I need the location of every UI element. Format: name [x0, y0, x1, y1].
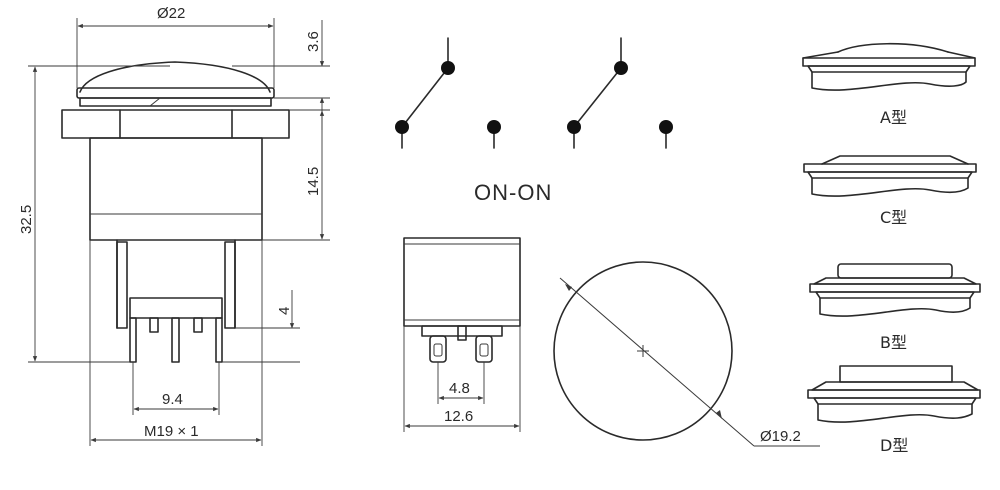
dim-side-width: 12.6	[444, 408, 473, 425]
switch-schematic	[395, 37, 673, 149]
cap-type-b	[809, 263, 981, 317]
cap-type-d-label: D型	[880, 436, 908, 455]
dim-body-height: 14.5	[305, 167, 322, 196]
dim-pin-pitch: 9.4	[162, 391, 183, 408]
dim-pin-height: 4	[276, 307, 293, 315]
switch-type-label: ON-ON	[474, 180, 552, 205]
contact-dot	[567, 120, 581, 134]
contact-dot	[659, 120, 673, 134]
dim-side-pin-pitch: 4.8	[449, 380, 470, 397]
contact-dot	[487, 120, 501, 134]
cap-type-c-label: C型	[880, 208, 907, 227]
side-dimensions	[403, 326, 521, 432]
cap-type-a	[802, 42, 976, 91]
contact-dot	[441, 61, 455, 75]
front-view	[61, 61, 290, 363]
side-view	[403, 237, 521, 363]
cap-type-b-label: B型	[880, 333, 907, 352]
dim-cutout-diameter: Ø19.2	[760, 428, 801, 445]
dim-thread: M19 × 1	[144, 423, 199, 440]
panel-cutout	[553, 261, 820, 447]
dim-diameter-22: Ø22	[157, 5, 185, 22]
cap-type-d	[807, 365, 981, 423]
cap-type-a-label: A型	[880, 108, 907, 127]
dim-total-height: 32.5	[18, 205, 35, 234]
dim-cap-height: 3.6	[305, 31, 322, 52]
front-dimensions	[28, 18, 330, 446]
contact-dot	[614, 61, 628, 75]
cap-type-c	[803, 155, 977, 197]
contact-dot	[395, 120, 409, 134]
